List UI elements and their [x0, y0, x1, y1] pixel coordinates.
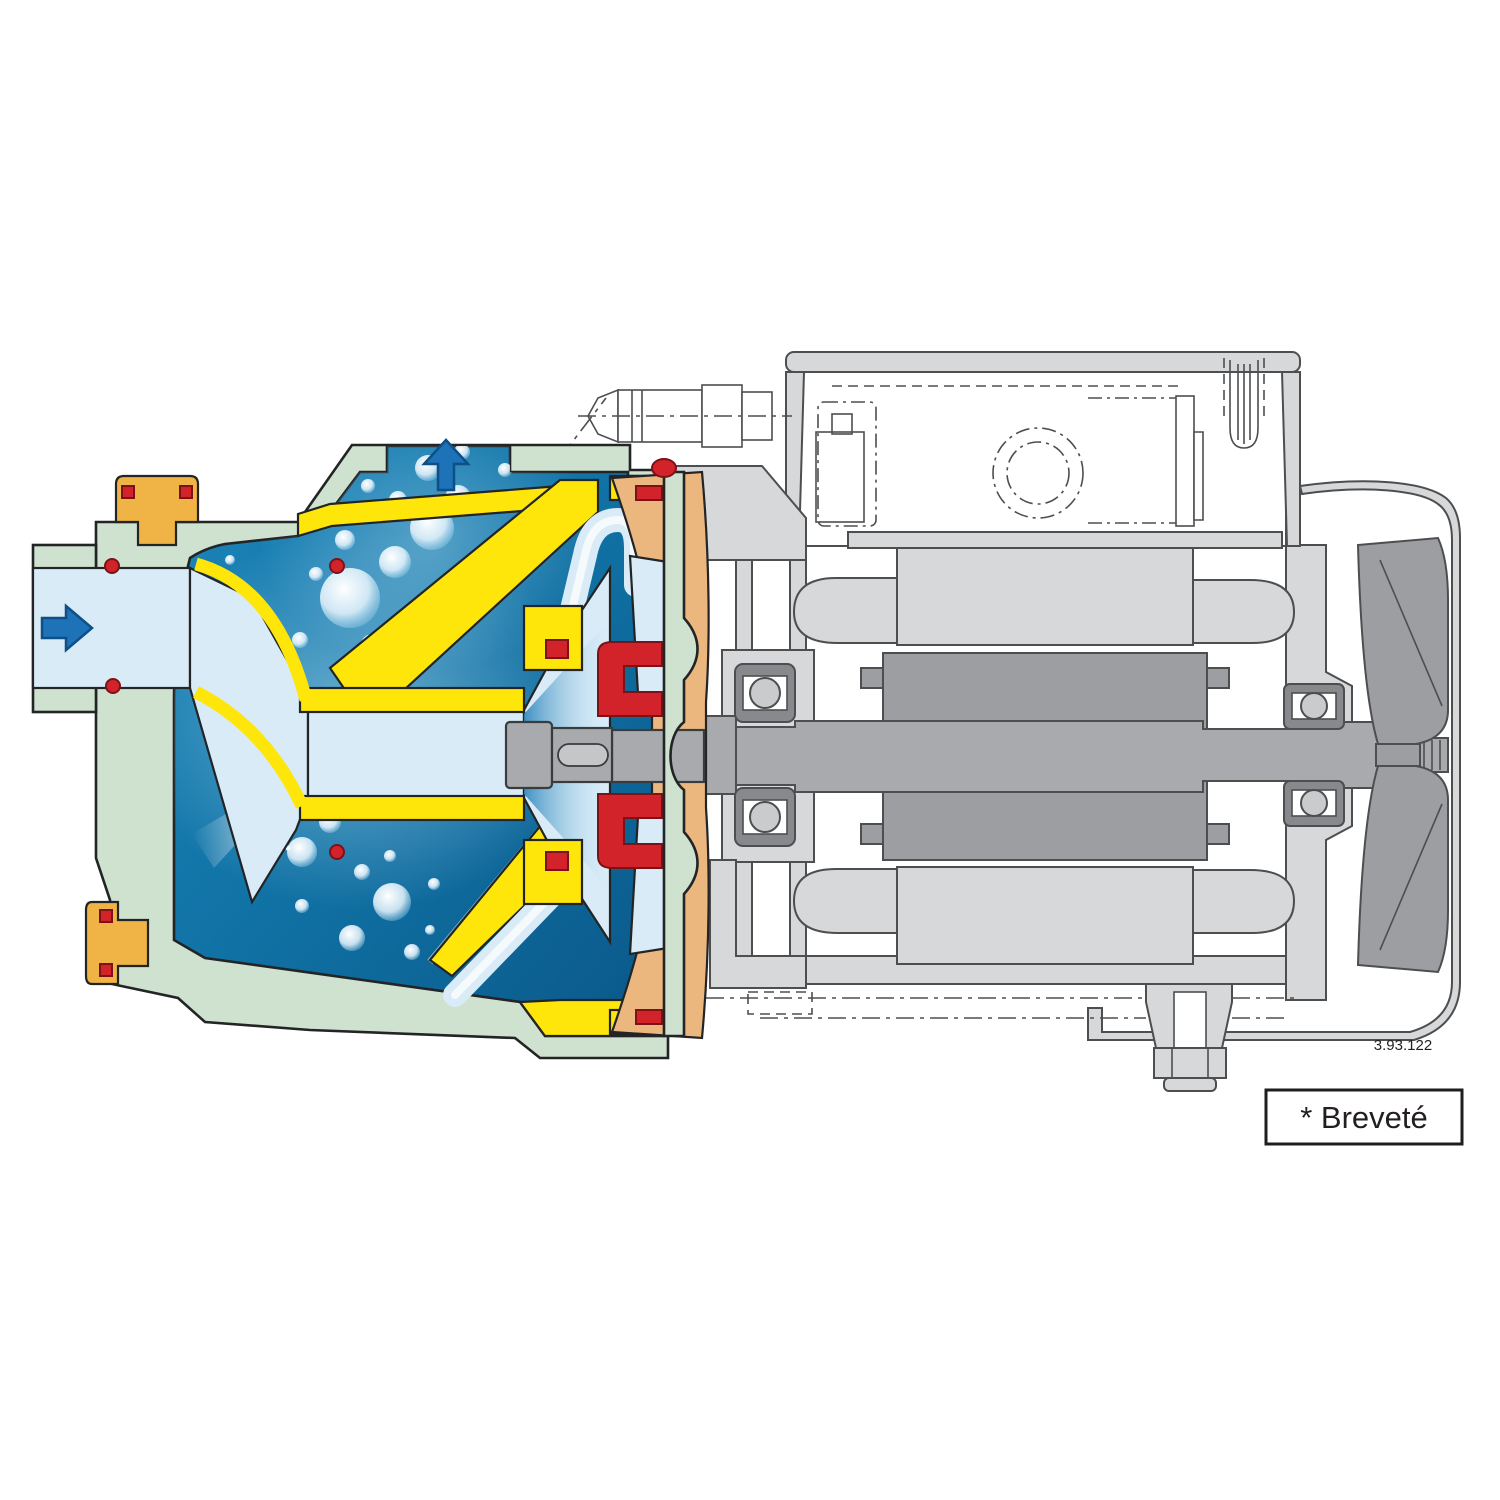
- seal-plate: [662, 470, 699, 1038]
- shaft-keyway: [557, 743, 609, 767]
- drain-plug: [84, 900, 150, 986]
- winding-end-top-right: [1192, 579, 1296, 644]
- cover-screw: [1223, 358, 1265, 449]
- diffuser-block-top: [522, 604, 584, 672]
- annotations: 3.93.122 * Breveté: [1264, 1037, 1464, 1146]
- terminal-box-body: [799, 367, 1287, 547]
- o-rings: [104, 458, 677, 860]
- bolt-head: [1153, 1047, 1227, 1079]
- stator-core-bottom: [896, 866, 1194, 965]
- front-bearing: [734, 663, 796, 847]
- stator-core-top: [896, 547, 1194, 646]
- pump-assembly: [31, 438, 710, 1060]
- shaft-spline-lines: [1423, 740, 1441, 770]
- rear-bearing: [1283, 683, 1345, 827]
- fan-hub-web: [1375, 743, 1421, 767]
- terminal-box-lid: [785, 351, 1301, 373]
- diffuser-block-bottom: [522, 838, 584, 906]
- capacitor-outline: [1088, 395, 1204, 527]
- mechanical-seal: [545, 485, 663, 1025]
- pump-shaft-stub: [504, 720, 706, 790]
- winding-end-bottom-right: [1192, 869, 1296, 934]
- bearing-ball: [1300, 789, 1328, 817]
- figure-number: 3.93.122: [1374, 1037, 1432, 1054]
- patent-label: * Breveté: [1300, 1100, 1428, 1135]
- cooling-fan: [1356, 536, 1449, 974]
- winding-end-bottom-left: [792, 868, 898, 934]
- arrow-up-icon: [421, 438, 471, 492]
- priming-plug: [559, 384, 792, 459]
- patent-box: [1264, 1088, 1464, 1146]
- bearing-ball: [1300, 692, 1328, 720]
- venturi-channel: [306, 708, 526, 800]
- base-centerlines: [706, 997, 1300, 1019]
- stator: [792, 547, 1296, 965]
- bearing-ball: [749, 677, 781, 709]
- impeller-nut: [504, 720, 554, 790]
- terminal-block: [815, 401, 877, 527]
- motor-frame-top: [847, 531, 1283, 549]
- winding-end-top-left: [792, 577, 898, 644]
- motor-foot: [1145, 983, 1233, 1092]
- venturi-walls: [193, 557, 526, 822]
- terminal-box: [785, 351, 1301, 549]
- arrow-right-icon: [40, 603, 94, 653]
- bolt-shank: [1173, 991, 1207, 1049]
- terminal-box-right-wall: [1280, 371, 1301, 547]
- fill-plug: [114, 474, 200, 547]
- bearing-ball: [749, 801, 781, 833]
- cable-knockout-circle: [992, 427, 1084, 519]
- motor-assembly: [559, 351, 1461, 1092]
